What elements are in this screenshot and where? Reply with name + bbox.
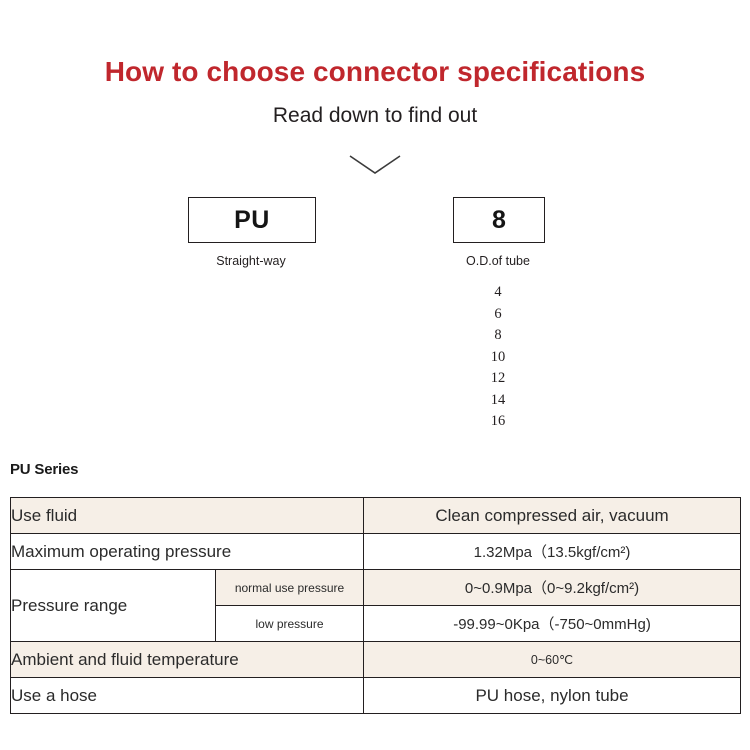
- spec-sub-label: normal use pressure: [214, 569, 365, 606]
- spec-value: Clean compressed air, vacuum: [363, 497, 742, 534]
- spec-sub-label: low pressure: [214, 605, 365, 642]
- spec-table: Use fluid Clean compressed air, vacuum M…: [9, 497, 742, 714]
- spec-value: 0~0.9Mpa（0~9.2kgf/cm²): [363, 569, 742, 606]
- list-item: 8: [494, 327, 502, 343]
- code-box-series-caption: Straight-way: [216, 254, 286, 268]
- table-row: low pressure -99.99~0Kpa（-750~0mmHg): [11, 605, 742, 642]
- spec-label: Ambient and fluid temperature: [9, 641, 365, 678]
- list-item: 14: [490, 391, 506, 408]
- list-item: 4: [494, 284, 502, 300]
- tube-size-options: 4 6 8 10 12 14 16: [443, 282, 553, 433]
- spec-label-pressure-range: Pressure range: [10, 569, 216, 642]
- table-row: Maximum operating pressure 1.32Mpa（13.5k…: [9, 533, 742, 570]
- list-item: 16: [490, 413, 506, 429]
- table-row: Pressure range normal use pressure 0~0.9…: [10, 569, 742, 642]
- chevron-down-icon: [349, 155, 401, 174]
- list-item: 12: [490, 370, 506, 386]
- spec-value: -99.99~0Kpa（-750~0mmHg): [363, 605, 742, 642]
- spec-value: 1.32Mpa（13.5kgf/cm²): [363, 533, 742, 570]
- spec-value: 0~60℃: [363, 641, 742, 678]
- list-item: 6: [494, 305, 502, 322]
- code-box-tube-size-caption: O.D.of tube: [466, 254, 530, 268]
- spec-label: Use fluid: [9, 497, 365, 534]
- spec-label: Use a hose: [9, 677, 365, 714]
- spec-value: PU hose, nylon tube: [363, 677, 742, 714]
- page-title: How to choose connector specifications: [104, 56, 646, 87]
- spec-series-title: PU Series: [10, 461, 79, 478]
- list-item: 10: [490, 348, 506, 365]
- page-subtitle: Read down to find out: [272, 104, 478, 127]
- code-box-tube-size: 8: [453, 197, 545, 243]
- code-box-series: PU: [188, 197, 316, 243]
- table-row: Use fluid Clean compressed air, vacuum: [9, 497, 742, 534]
- spec-label: Maximum operating pressure: [9, 533, 365, 570]
- table-row: Ambient and fluid temperature 0~60℃: [9, 641, 742, 678]
- table-row: Use a hose PU hose, nylon tube: [9, 677, 742, 714]
